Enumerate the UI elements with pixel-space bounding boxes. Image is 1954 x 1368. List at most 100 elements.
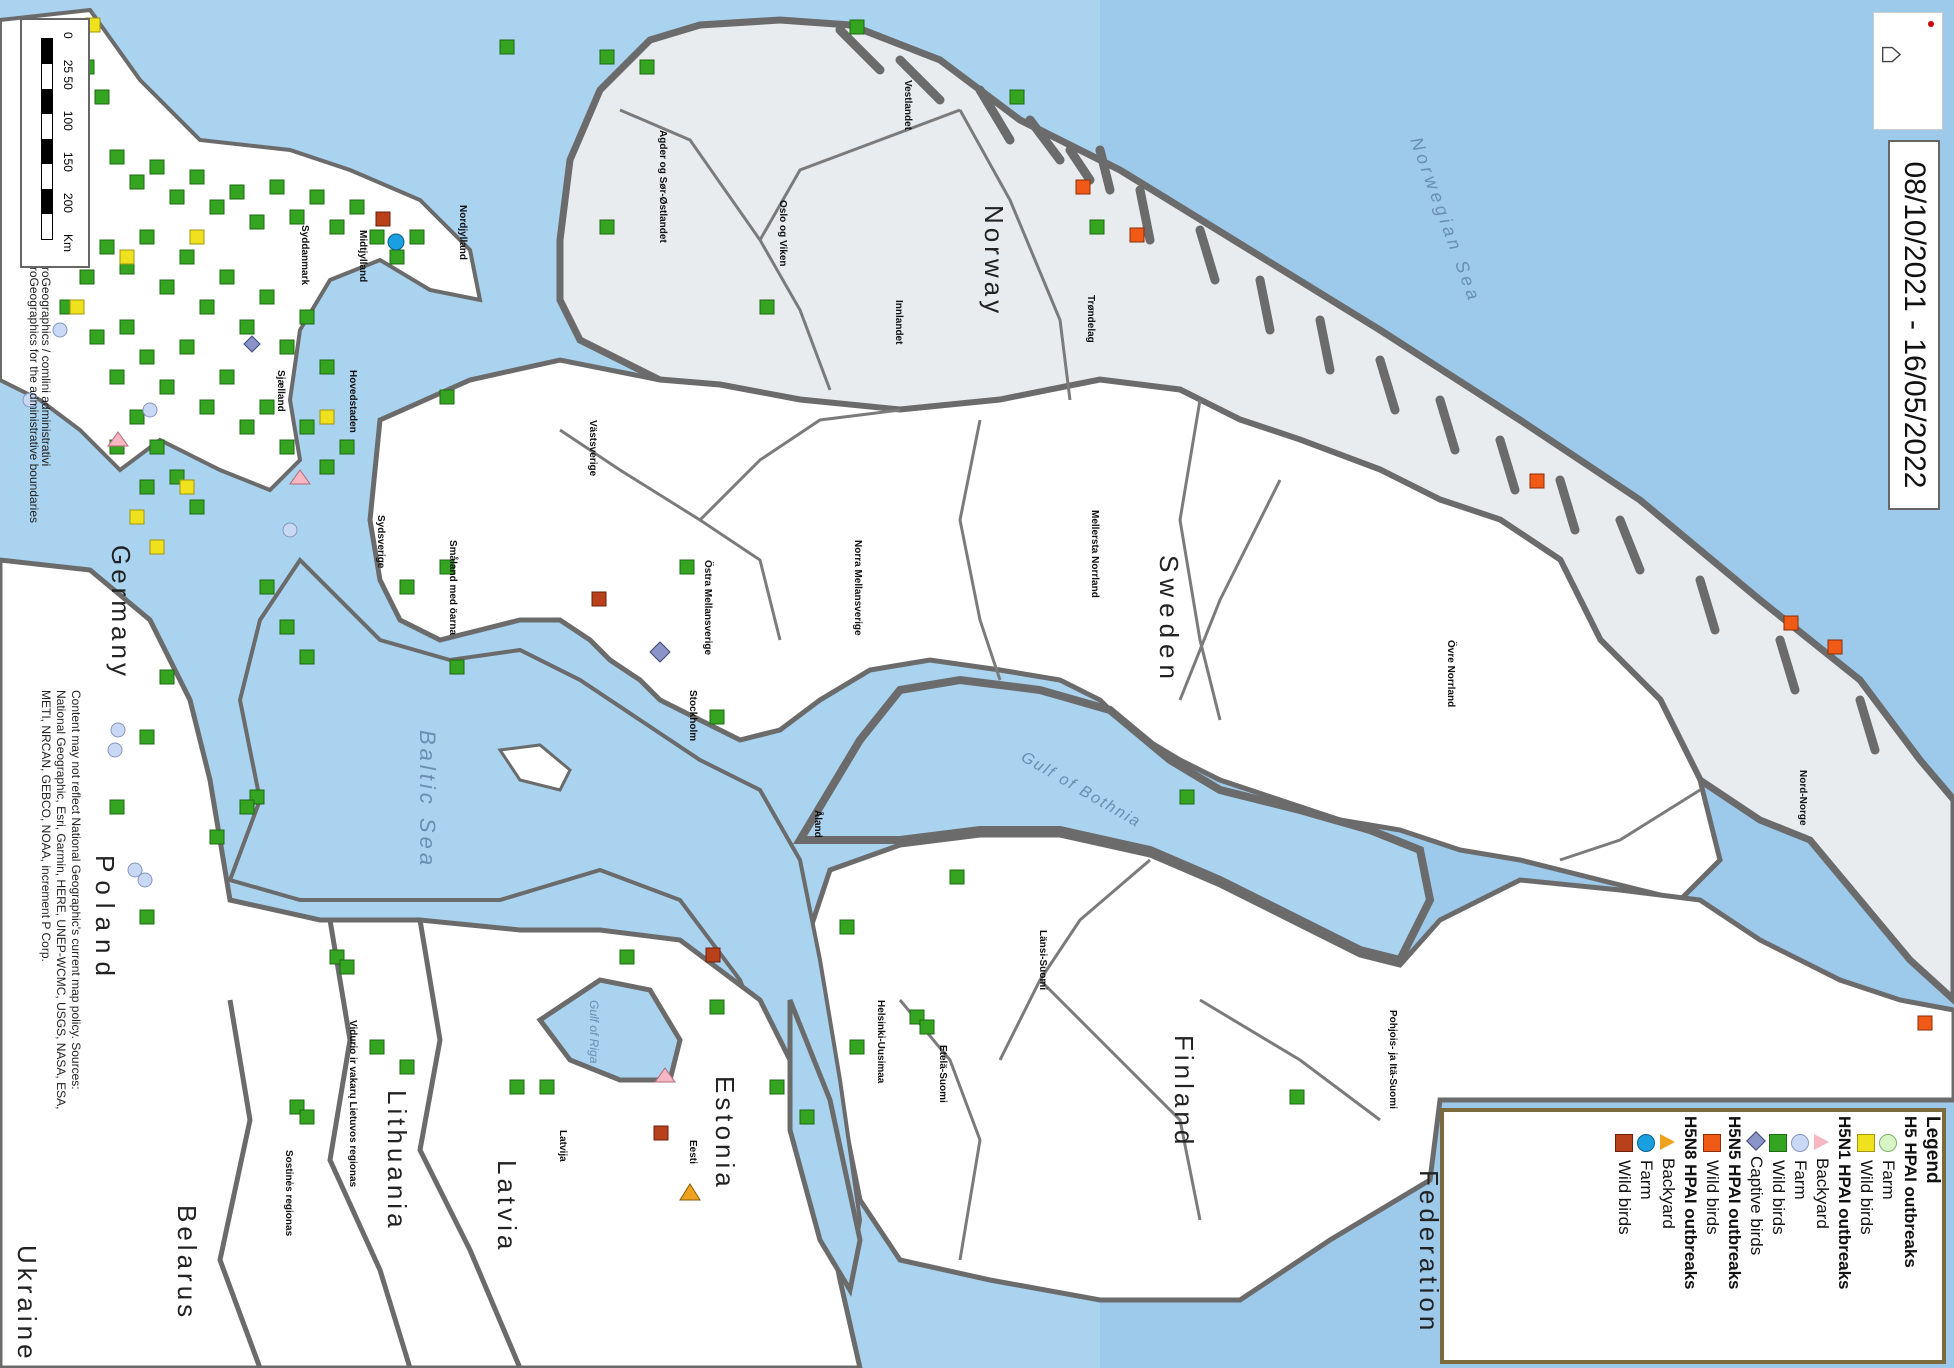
label-sweden: Sweden [1154,555,1184,685]
label-vidurio: Vidurio ir vakarų Lietuvos regionas [347,1020,358,1188]
label-etela: Etelä-Suomi [937,1045,948,1103]
marker-h5n8-farm [387,233,405,251]
label-sostines: Sostinės regionas [283,1150,294,1237]
circle-icon [1637,1134,1655,1152]
legend-title: Legend [1922,1116,1943,1184]
triangle-icon [1660,1134,1676,1150]
water-gulf-of-bothnia [792,675,1435,965]
land-finland [807,832,1954,1303]
legend-item-label: Farm [1879,1160,1898,1200]
credit-line-5: METI, NRCAN, GEBCO, NOAA, increment P Co… [39,690,53,962]
label-latvia: Latvia [492,1160,522,1253]
label-helsinki: Helsinki-Uusimaa [875,1000,886,1084]
label-oslo: Oslo og Viken [777,200,788,267]
border-latvia-estonia [417,919,523,1368]
legend-item: Farm [1877,1116,1899,1356]
label-gulf-of-riga: Gulf of Riga [587,1000,601,1064]
scale-bar-inner: 0 25 50 100 150 200 Km [27,28,83,258]
legend-item-label: Wild birds [1769,1160,1788,1235]
label-nordjylland: Nordjylland [457,205,468,260]
legend-group-header: H5N8 HPAI outbreaks [1681,1116,1700,1290]
label-norway: Norway [979,205,1009,317]
label-lansisuomi: Länsi-Suomi [1037,930,1048,990]
legend-item-label: Wild birds [1857,1160,1876,1235]
scale-tick: 25 50 [61,59,75,90]
label-aland: Åland [812,810,825,838]
legend-item: Backyard [1811,1116,1833,1356]
label-vestlandet: Vestlandet [902,80,913,131]
circle-icon [1791,1134,1809,1152]
credit-line-2: © EuroGeographics / comlini administrati… [39,240,53,466]
legend-item-label: Farm [1637,1160,1656,1200]
date-range-text: 08/10/2021 - 16/05/2022 [1898,161,1931,489]
label-sydsverige: Sydsverige [375,515,386,569]
markers-h5n1-wild-birds [39,19,1305,1125]
legend-item-label: Wild birds [1615,1160,1634,1235]
label-poland: Poland [90,855,120,984]
diamond-icon [1746,1131,1766,1151]
logo-mark-icon: ⌂ [1873,44,1912,65]
water-gulf-of-riga [536,977,683,1083]
label-lithuania: Lithuania [382,1090,412,1232]
legend-item: Backyard [1657,1116,1679,1356]
scale-tick: 100 [61,110,75,131]
square-icon [1857,1134,1875,1152]
legend-item: Captive birds [1745,1116,1767,1356]
markers-h5n8-wild-birds [375,211,721,1141]
label-trondelag: Trøndelag [1085,295,1096,343]
label-stockholm: Stockholm [687,690,698,741]
credit-line-1: © EuroGeographics for the administrative… [27,240,41,523]
square-icon [1615,1134,1633,1152]
scale-bar-labels: 0 25 50 100 150 200 Km [61,32,75,252]
legend-content: Legend H5 HPAI outbreaks Farm Wild birds… [1443,1116,1943,1356]
label-vastsverige: Västsverige [587,420,598,477]
triangle-icon [1814,1134,1830,1150]
legend-group-header: H5 HPAI outbreaks [1901,1116,1920,1268]
border-lithuania-latvia [327,919,413,1368]
scale-tick: 200 [61,192,75,213]
scale-bar: 0 25 50 100 150 200 Km [20,18,90,268]
label-agder: Agder og Sør-Østlandet [657,130,668,243]
legend-group-header: H5N1 HPAI outbreaks [1835,1116,1854,1290]
land-gotland [497,743,572,792]
logo-dot [1928,21,1934,27]
scale-unit: Km [61,233,75,252]
scale-tick: 0 [61,32,75,39]
label-hovedstaden: Hovedstaden [347,370,358,433]
legend-group-header: H5N5 HPAI outbreaks [1725,1116,1744,1290]
legend-item-label: Captive birds [1747,1156,1766,1256]
label-pohjois: Pohjois- ja Itä-Suomi [1387,1010,1398,1109]
label-smaland: Småland med öarna [447,540,459,635]
border-belarus [217,999,263,1368]
marker-h5n8-backyard [679,1183,701,1201]
markers-h5n1-captive-birds [243,335,671,663]
date-range-box: 08/10/2021 - 16/05/2022 [1888,140,1940,510]
label-ukraine: Ukraine [12,1245,42,1363]
legend-item-label: Farm [1791,1160,1810,1200]
circle-icon [1879,1134,1897,1152]
label-estonia: Estonia [710,1076,740,1191]
legend-item: Wild birds [1767,1116,1789,1356]
markers-h5n1-backyard [107,431,676,1083]
square-icon [1703,1134,1721,1152]
region-borders [559,108,1701,1261]
label-finland: Finland [1169,1035,1199,1148]
legend-item: Wild birds [1855,1116,1877,1356]
label-norra: Norra Mellansverige [852,540,863,636]
label-midtjylland: Midtjylland [357,230,368,282]
coastline-fjords [835,25,1880,755]
label-eesti: Eesti [687,1140,698,1164]
markers-h5n1-farm [22,322,298,888]
credit-line-3: Content may not reflect National Geograp… [69,690,83,1090]
scale-bar-graphic [41,38,53,240]
square-icon [1769,1134,1787,1152]
legend-item: Farm [1789,1116,1811,1356]
credit-line-4: National Geographic, Esri, Garmin, HERE,… [54,690,68,1109]
scale-tick: 150 [61,151,75,172]
label-innlandet: Innlandet [893,300,904,345]
markers-h5n5-wild-birds [1075,179,1933,1031]
label-syddanmark: Syddanmark [299,225,310,285]
legend-item-label: Wild birds [1703,1160,1722,1235]
label-latvija: Latvija [557,1130,568,1162]
